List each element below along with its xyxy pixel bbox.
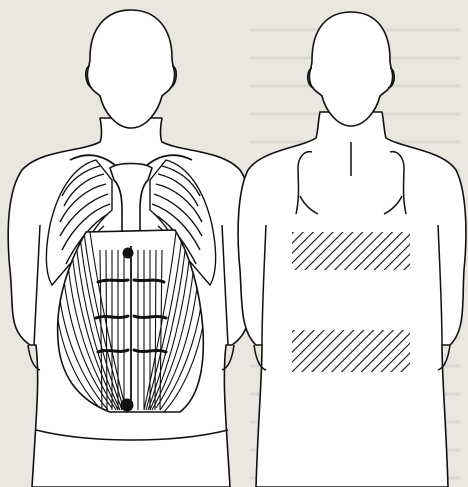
front-head — [87, 10, 174, 128]
marker-upper-point — [123, 248, 134, 259]
hatched-zone-lower-back — [292, 330, 410, 372]
hatched-zone-upper-back — [292, 232, 410, 270]
back-body-outline — [238, 112, 466, 487]
marker-lower-point — [121, 399, 134, 412]
back-head — [309, 12, 392, 126]
